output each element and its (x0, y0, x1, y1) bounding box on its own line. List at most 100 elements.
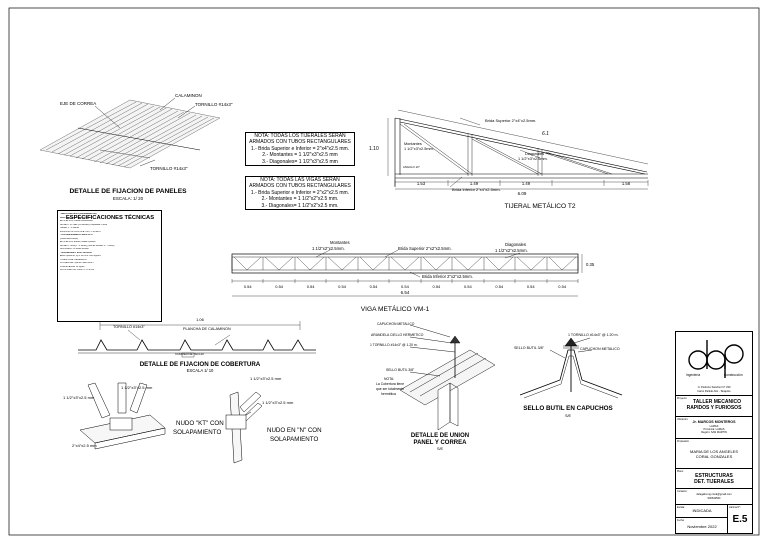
node-kt-drawing (79, 382, 166, 450)
n-label-2: 1 1/2"x3"x2.5 mm (262, 400, 294, 405)
beam-bay-dim: 0.54 (527, 284, 536, 289)
cover-title: DETALLE DE FIJACION DE COBERTURA (140, 361, 261, 368)
tb-contacto: Contacto: delagalia.ing.coral@gmail.com … (676, 488, 752, 504)
specs-line: SOBRECARGA: 30 Kg/m2 (60, 265, 85, 268)
plano-1: ESTRUCTURAS (695, 473, 733, 479)
truss-diagonales-size: 1 1/2"x3"x2.5mm. (518, 157, 548, 161)
sello-title: SELLO BUTIL EN CAPUCHOS (523, 405, 612, 412)
specs-line: - ANTICORROSIVO (Suerma/ARPOA) (60, 213, 97, 215)
ubicacion-label: Ubicación: (677, 418, 689, 421)
fecha-value: Noviembre 2022 (687, 524, 717, 529)
beam-bay-dim: 0.54 (433, 284, 442, 289)
proyecto-label: Proyecto: (677, 397, 688, 400)
specs-title: ESPECIFICACIONES TÉCNICAS (66, 213, 154, 221)
tb-ubicacion: Ubicación: Jr. MARCOS MONTEROS LAMAS Pro… (676, 416, 752, 438)
truss-dim-1: 1.53 (417, 181, 426, 186)
contacto-label: Contacto: (677, 490, 688, 493)
beam-montantes-size: 1 1/2"x2"x2.5mm. (312, 246, 345, 251)
union-se: S/E (437, 447, 444, 451)
truss-name: TIJERAL METÁLICO T2 (504, 201, 575, 210)
truss-height: 1.10 (369, 146, 379, 152)
note-vigas-line-3: 2.- Montantes = 1 1/2"x2"x2.5 mm. (261, 196, 339, 203)
specs-line: REPINTADO: 16 horas mínimo (60, 248, 89, 250)
beam-name: VIGA METÁLICO VM-1 (361, 304, 430, 313)
kt-title-1: NUDO "KT" CON (176, 420, 224, 427)
tb-escala: Escala: INDICADA (676, 504, 728, 517)
union-nota-1: NOTA: (384, 377, 394, 381)
specs-line: BASE ZINCROMATO: color verde (60, 216, 92, 219)
propietario-2: CORAL GONZALES (695, 454, 733, 459)
kt-label-1: 1 1/2"x3"x2.5 mm (121, 385, 153, 390)
beam-brida-inf: Brida Inferior 2"x2"x2.5mm. (422, 274, 473, 279)
truss-angle: ANGULO 10° (403, 165, 420, 169)
tb-fecha: Fecha: Noviembre 2022 (676, 517, 728, 533)
truss-slope-len: 6.1 (542, 131, 549, 137)
cover-correa: CORREA DE TECHO (175, 352, 205, 356)
beam-bay-dim: 0.54 (338, 284, 347, 289)
tb-plano: Plano: ESTRUCTURAS DET. TIJERALES (676, 468, 752, 488)
beam-bay-dim: 0.54 (401, 284, 410, 289)
beam-brida-sup: Brida Superior 2"x2"x2.5mm. (398, 246, 452, 251)
specs-line: - SOLDADURA Y ELECTRODOS: (60, 251, 93, 254)
tb-lamina: Lámina N°: E.5 (728, 504, 752, 533)
n-title-2: SOLAPAMIENTO (270, 436, 318, 443)
cover-width: 1.06 (196, 317, 205, 322)
truss-montantes-size: 1 1/2"x3"x2.5mm. (404, 147, 434, 151)
label-tornillo-top: TORNILLO #14x3" (195, 102, 233, 107)
kt-title-2: SOLAPAMIENTO (173, 429, 221, 436)
n-title-1: NUDO EN "N" CON (267, 427, 322, 434)
sello-se: S/E (565, 414, 572, 418)
ubicacion-3: Provincia: LAMAS (703, 428, 725, 431)
sello-butil-drawing (519, 337, 623, 399)
beam-bay-dim: 0.54 (370, 284, 379, 289)
union-nota-2: La Cobertura tiene (376, 382, 404, 386)
sello-sello: SELLO BUTIL 3/8" (514, 346, 545, 350)
beam-montantes: Montantes (330, 240, 350, 245)
ubicacion-4: Región: SAN MARTIN (701, 431, 727, 434)
propietario-label: Propietario: (677, 440, 690, 443)
contacto-1: delagalia.ing.coral@gmail.com (696, 493, 732, 496)
beam-bay-dim: 0.54 (558, 284, 567, 289)
union-tornillo: 1 TORNILLO #14x3" @ 1.20 m. (370, 343, 418, 347)
panel-fixation-detail: EJE DE CORREA CALAMINON TORNILLO #14x3" … (39, 93, 233, 201)
address-1: Jr. Pedro/ro Sánchez N° 230 (697, 386, 731, 389)
note-tijerales-title: NOTA: TODAS LOS TIJERALES SERAN (245, 132, 355, 140)
beam-bay-dim: 0.54 (307, 284, 316, 289)
union-nota-3: que ser totalmente (376, 387, 404, 391)
specs-line: ESPESOR DE PELICULA: 0.40 - 1.00 MILS (60, 230, 101, 233)
escala-value: INDICADA (692, 508, 712, 513)
union-nota-4: hermética (381, 392, 396, 396)
label-calaminon: CALAMINON (175, 93, 202, 98)
specs-box: - ANTICORROSIVO (Suerma/ARPOA)BASE ZINCR… (57, 210, 162, 322)
union-title-2: PANEL Y CORREA (414, 440, 468, 446)
specs-line: SOLDADURA: Tipo de Plano 0048 C (60, 262, 95, 264)
specs-line: VELOCIDAD DEL VIENTO: 15.8 m/s (60, 269, 94, 271)
note-tijerales-line-4: 3.- Diagonales= 1 1/2"x3"x2.5 mm (262, 158, 338, 165)
kt-label-3: 2"x4"x2.5 mm (72, 443, 97, 448)
beam-diagonales: Diagonales (505, 242, 526, 247)
truss-total: 6.09 (518, 191, 527, 196)
ubicacion-2: LAMAS (709, 425, 719, 428)
beam-height: 0.35 (586, 262, 595, 267)
escala-label: Escala: (677, 506, 685, 509)
note-tijerales-line-2: 1.- Brida Superior e Inferior = 2"x4"x2.… (250, 145, 350, 152)
sello-tornillo: 1 TORNILLO #14x3" @ 1.20 m. (568, 333, 619, 337)
union-title-1: DETALLE DE UNION (411, 433, 469, 439)
specs-line: APLICACIÓN: Brocha, rodillo o pistola (60, 241, 96, 243)
specs-line: SECADO: Tacto (1 - 4 horas) (Total de se… (60, 244, 115, 247)
title-block: Ingeniería Construcción Jr. Pedro/ro Sán… (675, 331, 753, 534)
specs-line: (Gloss/Semi-Gloss) (60, 237, 79, 240)
beam-bay-dim: 0.54 (275, 284, 284, 289)
propietario-1: MARIA DE LOS ANGELES (689, 449, 739, 454)
specs-line: SECADO: 30 Todo (15 minutos), Repintado:… (60, 223, 108, 226)
beam-bay-dim: 0.54 (244, 284, 253, 289)
cover-tornillo: TORNILLO #14x3" (113, 325, 145, 329)
specs-line: Acero Tipo A-36, Fy = 36 Ksi o 2500 Kg/c… (60, 255, 101, 257)
note-tijerales-line-1: ARMADOS CON TUBOS RECTANGULARES (249, 139, 351, 146)
specs-line: - PINTURA ESMALTE SINTETICO (60, 234, 93, 236)
sheet-border (8, 7, 760, 536)
kt-label-2: 1 1/2"x3"x2.5 mm (63, 395, 95, 400)
beam-total: 6.54 (401, 290, 410, 295)
logo: Ingeniería Construcción (686, 340, 744, 378)
note-tijerales: NOTA: TODAS LOS TIJERALES SERAN ARMADOS … (245, 132, 355, 167)
